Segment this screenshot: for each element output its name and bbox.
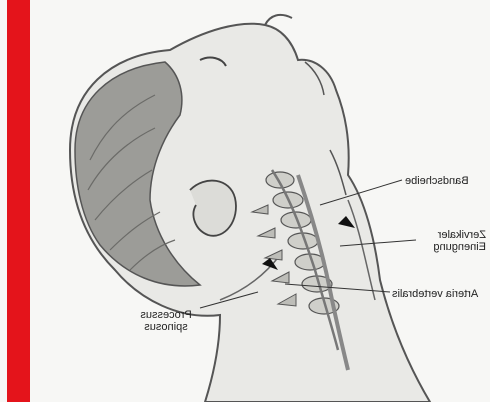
label-arteria-vertebralis: Arteria vertebralis	[392, 288, 478, 300]
label-zervikaler-einengung: Zervikaler Einengung	[418, 229, 486, 253]
red-accent-bar	[7, 0, 30, 402]
ear	[190, 181, 236, 236]
label-processus-spinosus: Processus spinosus	[130, 309, 202, 333]
nose	[265, 15, 292, 25]
neck-anatomy-illustration	[30, 0, 490, 402]
label-bandscheibe: Bandscheibe	[405, 175, 469, 187]
